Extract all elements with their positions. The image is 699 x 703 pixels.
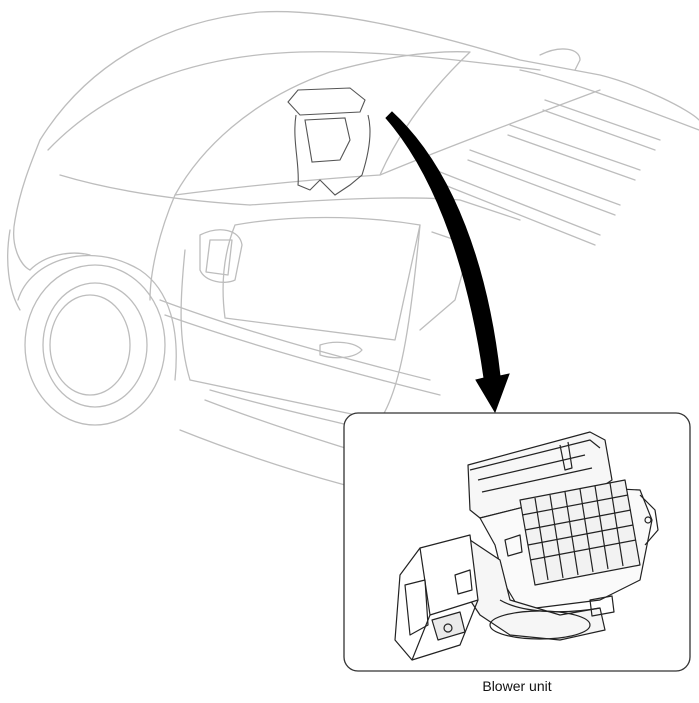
callout-arrow: [385, 111, 510, 414]
car-outline-drawing: [7, 10, 699, 486]
caption-blower-unit: Blower unit: [482, 678, 552, 694]
blower-location-marker: [287, 87, 371, 196]
blower-unit-drawing: [394, 431, 659, 661]
